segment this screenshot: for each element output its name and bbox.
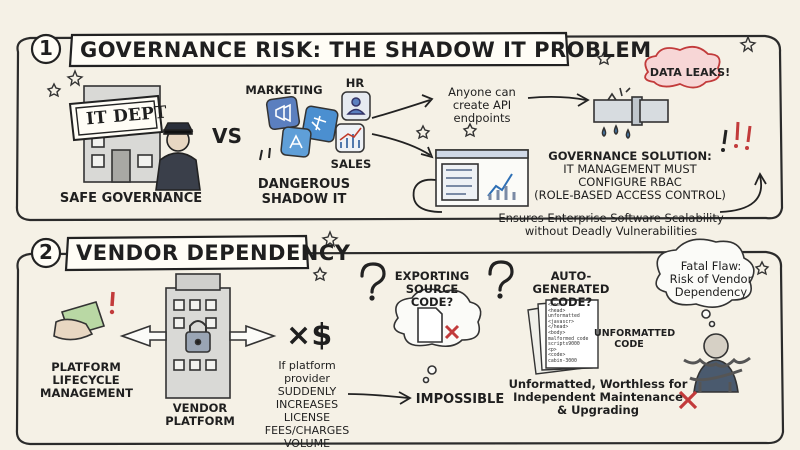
inward-arrows xyxy=(119,324,277,348)
code-line: malformed code xyxy=(548,336,589,342)
thought-cloud-export xyxy=(393,288,482,384)
governance-solution-rbac-full: (ROLE-BASED ACCESS CONTROL) xyxy=(534,188,726,202)
hand-money-drawing xyxy=(53,301,106,341)
governance-solution-title: GOVERNANCE SOLUTION: xyxy=(548,149,712,163)
code-line: unformatted xyxy=(548,314,580,320)
red-exclamation-dot xyxy=(109,309,115,315)
code-snippet: <html> <head> unformatted <javascr> </he… xyxy=(548,303,600,365)
sales-label: SALES xyxy=(330,157,372,171)
data-leaks-cloud xyxy=(644,45,721,89)
ensures-scalability-note: Ensures Enterprise Software Scalability … xyxy=(498,211,724,238)
hr-person-icon xyxy=(346,97,366,115)
security-guard-drawing xyxy=(155,122,201,191)
section2-title-box xyxy=(64,234,310,272)
code-line: <head> xyxy=(548,308,566,314)
code-line: <code> xyxy=(548,353,566,359)
code-line: </head> xyxy=(548,325,569,331)
code-pages-drawing xyxy=(527,299,599,375)
sales-chart-icon xyxy=(339,127,362,148)
red-x-mark xyxy=(678,390,698,410)
price-multiplier: ×$ xyxy=(286,318,333,353)
vs-label: VS xyxy=(212,124,243,148)
section1-title-box xyxy=(68,31,570,68)
question-dots xyxy=(369,293,503,301)
vendor-platform-label: VENDOR PLATFORM xyxy=(165,401,235,428)
code-line: <html> xyxy=(548,303,566,308)
hr-label: HR xyxy=(345,76,365,90)
chained-person-drawing xyxy=(683,333,751,393)
anyone-can-create-note: Anyone can create API endpoints xyxy=(448,85,516,125)
section1-title: GOVERNANCE RISK: THE SHADOW IT PROBLEM xyxy=(80,38,652,62)
safe-governance-label: SAFE GOVERNANCE xyxy=(59,191,203,206)
section1-number-circle xyxy=(30,33,62,65)
red-exclamation-money xyxy=(110,291,115,307)
it-dept-sign xyxy=(68,94,164,142)
leaking-pipe-drawing xyxy=(593,87,669,139)
question-marks xyxy=(360,260,514,294)
governance-solution-rbac: IT MANAGEMENT MUST CONFIGURE RBAC xyxy=(563,162,697,189)
red-warning-marks xyxy=(722,121,752,145)
arrow-to-impossible xyxy=(347,391,412,405)
unformatted-code-tag: UNFORMATTED CODE xyxy=(594,328,676,350)
worthless-maintenance-note: Unformatted, Worthless for Independent M… xyxy=(508,377,688,417)
section2-frame xyxy=(15,250,785,446)
fatal-flaw-cloud xyxy=(655,238,755,328)
code-line: cabin-3000 xyxy=(548,358,577,364)
vendor-building-drawing xyxy=(165,273,231,399)
app-glyphs xyxy=(275,103,327,149)
dangerous-shadow-it-label: DANGEROUS SHADOW IT xyxy=(257,177,351,207)
impossible-label: IMPOSSIBLE xyxy=(415,392,505,407)
red-warning-dots xyxy=(721,144,749,152)
section1-number: 1 xyxy=(39,36,53,60)
section2-number-circle xyxy=(30,237,62,269)
warning-marks-small xyxy=(259,147,271,161)
section1-arrows xyxy=(371,93,767,213)
fatal-flaw-label: Fatal Flaw: Risk of Vendor Dependency xyxy=(669,259,753,299)
code-line: <p> xyxy=(548,347,557,353)
section2-title: VENDOR DEPENDENCY xyxy=(76,241,351,265)
auto-generated-code-question: AUTO-GENERATED CODE? xyxy=(532,269,610,309)
exporting-source-code-question: EXPORTING SOURCE CODE? xyxy=(394,269,470,309)
code-line: scripts9000 xyxy=(548,342,580,348)
decor-stars xyxy=(46,35,770,282)
data-leaks-label: DATA LEAKS! xyxy=(649,66,731,79)
code-line: <javascr> xyxy=(548,319,574,325)
license-fee-note: If platform provider SUDDENLY INCREASES … xyxy=(264,359,350,450)
section1-frame xyxy=(15,34,784,222)
platform-lifecycle-label: PLATFORM LIFECYCLE MANAGEMENT xyxy=(40,360,133,400)
dashboard-window-drawing xyxy=(435,149,529,207)
marketing-label: MARKETING xyxy=(245,83,323,97)
section2-number: 2 xyxy=(39,240,53,264)
code-line: <body> xyxy=(548,330,566,336)
